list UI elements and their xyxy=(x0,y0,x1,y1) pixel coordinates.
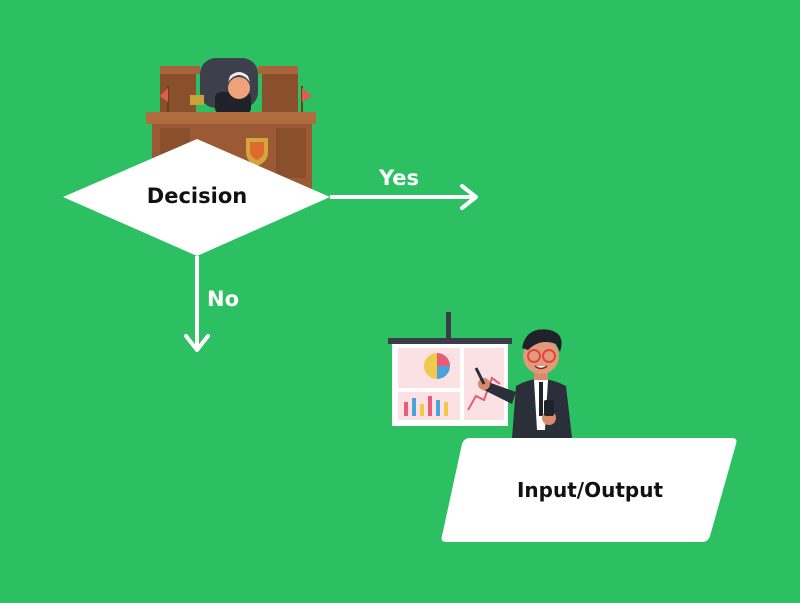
presenter-with-chart-board-illustration xyxy=(388,312,572,438)
no-label: No xyxy=(207,287,240,311)
io-label: Input/Output xyxy=(516,478,663,502)
yes-label: Yes xyxy=(379,166,420,190)
decision-label: Decision xyxy=(146,184,248,208)
yes-arrow xyxy=(330,184,478,210)
io-parallelogram[interactable] xyxy=(441,438,737,542)
decision-diamond[interactable] xyxy=(63,139,330,256)
no-arrow xyxy=(184,256,210,352)
